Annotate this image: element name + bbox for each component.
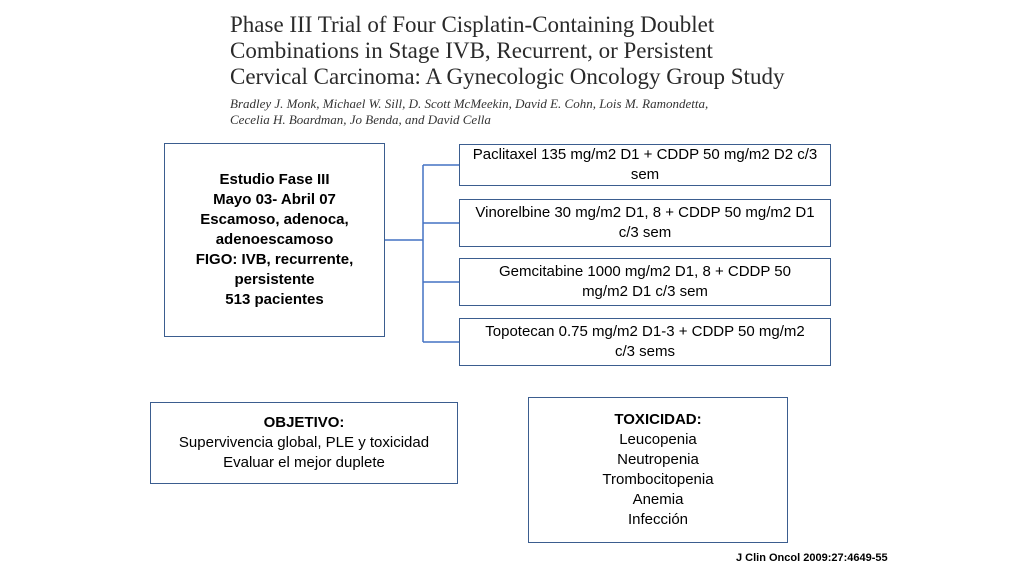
arm-line: Vinorelbine 30 mg/m2 D1, 8 + CDDP 50 mg/…	[475, 204, 815, 221]
study-line: Mayo 03- Abril 07	[213, 191, 336, 208]
study-design-box: Estudio Fase III Mayo 03- Abril 07 Escam…	[164, 143, 385, 337]
paper-title-line: Phase III Trial of Four Cisplatin-Contai…	[230, 12, 715, 37]
paper-title: Phase III Trial of Four Cisplatin-Contai…	[230, 12, 930, 90]
paper-title-line: Combinations in Stage IVB, Recurrent, or…	[230, 38, 713, 63]
toxicity-item: Leucopenia	[619, 431, 697, 448]
study-line: adenoescamoso	[215, 231, 334, 248]
toxicity-item: Infección	[627, 511, 689, 528]
objective-heading: OBJETIVO:	[263, 414, 345, 431]
paper-authors: Bradley J. Monk, Michael W. Sill, D. Sco…	[230, 96, 930, 128]
toxicity-heading: TOXICIDAD:	[614, 411, 702, 428]
arm-line: Paclitaxel 135 mg/m2 D1 + CDDP 50 mg/m2 …	[472, 146, 818, 163]
toxicity-box: TOXICIDAD: Leucopenia Neutropenia Trombo…	[528, 397, 788, 543]
objective-line: Supervivencia global, PLE y toxicidad	[178, 434, 430, 451]
treatment-arm-gemcitabine: Gemcitabine 1000 mg/m2 D1, 8 + CDDP 50 m…	[459, 258, 831, 306]
objective-box: OBJETIVO: Supervivencia global, PLE y to…	[150, 402, 458, 484]
toxicity-item: Trombocitopenia	[602, 471, 714, 488]
treatment-arm-paclitaxel: Paclitaxel 135 mg/m2 D1 + CDDP 50 mg/m2 …	[459, 144, 831, 186]
citation: J Clin Oncol 2009:27:4649-55	[736, 552, 888, 564]
arm-line: sem	[630, 166, 660, 183]
paper-title-line: Cervical Carcinoma: A Gynecologic Oncolo…	[230, 64, 785, 89]
study-line: persistente	[234, 271, 315, 288]
arm-line: c/3 sems	[614, 343, 675, 360]
arm-line: Topotecan 0.75 mg/m2 D1-3 + CDDP 50 mg/m…	[485, 323, 805, 340]
study-line: Estudio Fase III	[219, 171, 330, 188]
paper-authors-line: Cecelia H. Boardman, Jo Benda, and David…	[230, 112, 491, 127]
arm-line: c/3 sem	[618, 224, 672, 241]
arm-line: Gemcitabine 1000 mg/m2 D1, 8 + CDDP 50	[499, 263, 791, 280]
study-line: FIGO: IVB, recurrente,	[195, 251, 354, 268]
study-line: Escamoso, adenoca,	[200, 211, 349, 228]
toxicity-item: Anemia	[632, 491, 684, 508]
objective-line: Evaluar el mejor duplete	[223, 454, 385, 471]
study-line: 513 pacientes	[225, 291, 324, 308]
paper-authors-line: Bradley J. Monk, Michael W. Sill, D. Sco…	[230, 96, 709, 111]
toxicity-item: Neutropenia	[617, 451, 699, 468]
treatment-arm-topotecan: Topotecan 0.75 mg/m2 D1-3 + CDDP 50 mg/m…	[459, 318, 831, 366]
treatment-arm-vinorelbine: Vinorelbine 30 mg/m2 D1, 8 + CDDP 50 mg/…	[459, 199, 831, 247]
arm-line: mg/m2 D1 c/3 sem	[582, 283, 708, 300]
